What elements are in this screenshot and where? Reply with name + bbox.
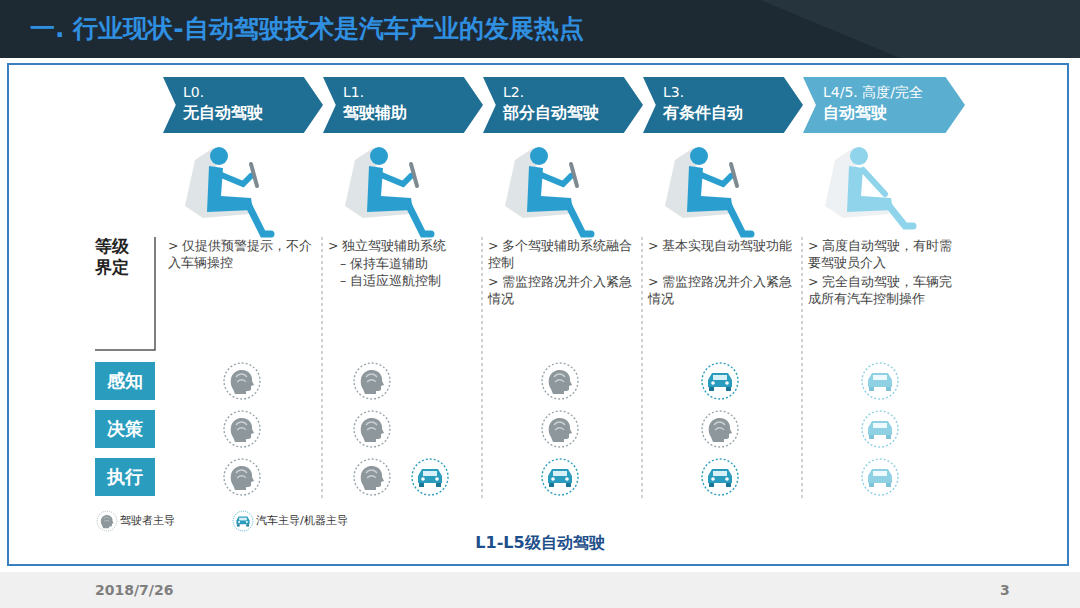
level-desc: > 需监控路况并介入紧急情况: [648, 274, 798, 308]
row-heading: 等级界定: [95, 236, 135, 279]
level-desc: > 独立驾驶辅助系统: [328, 238, 478, 255]
slide-title: 一. 行业现状-自动驾驶技术是汽车产业的发展热点: [30, 12, 584, 45]
row-label-box: 感知: [95, 362, 155, 400]
level-code: L4/5. 高度/完全: [823, 83, 943, 102]
row-label-box: 决策: [95, 410, 155, 448]
row-label: 执行: [107, 465, 143, 489]
level-chevron: L4/5. 高度/完全自动驾驶: [803, 77, 965, 133]
level-desc: > 完全自动驾驶，车辆完成所有汽车控制操作: [808, 274, 960, 308]
row-label-box: 执行: [95, 458, 155, 496]
level-code: L0.: [183, 83, 301, 102]
level-name: 驾驶辅助: [343, 102, 461, 123]
level-desc: > 基本实现自动驾驶功能: [648, 238, 798, 255]
level-desc: > 高度自动驾驶，有时需要驾驶员介入: [808, 238, 960, 272]
level-name: 无自动驾驶: [183, 102, 301, 123]
level-chevron: L3.有条件自动: [643, 77, 803, 133]
figure-caption: L1-L5级自动驾驶: [0, 533, 1080, 554]
page-number: 3: [1000, 582, 1030, 600]
level-name: 部分自动驾驶: [503, 102, 621, 123]
level-desc: > 多个驾驶辅助系统融合控制: [488, 238, 638, 272]
level-desc: > 仅提供预警提示，不介入车辆操控: [168, 238, 316, 272]
level-chevron: L2.部分自动驾驶: [483, 77, 643, 133]
slide-date: 2018/7/26: [95, 582, 235, 600]
level-desc: – 保持车道辅助: [340, 256, 480, 273]
level-chevron: L0.无自动驾驶: [163, 77, 323, 133]
row-label: 感知: [107, 369, 143, 393]
level-code: L3.: [663, 83, 781, 102]
level-desc: – 自适应巡航控制: [340, 273, 480, 290]
level-name: 有条件自动: [663, 102, 781, 123]
level-code: L1.: [343, 83, 461, 102]
legend-text: 驾驶者主导: [120, 513, 175, 528]
level-chevron: L1.驾驶辅助: [323, 77, 483, 133]
level-desc: > 需监控路况并介入紧急情况: [488, 274, 638, 308]
level-name: 自动驾驶: [823, 102, 943, 123]
row-label: 决策: [107, 417, 143, 441]
legend-text: 汽车主导/机器主导: [256, 513, 348, 528]
level-code: L2.: [503, 83, 621, 102]
